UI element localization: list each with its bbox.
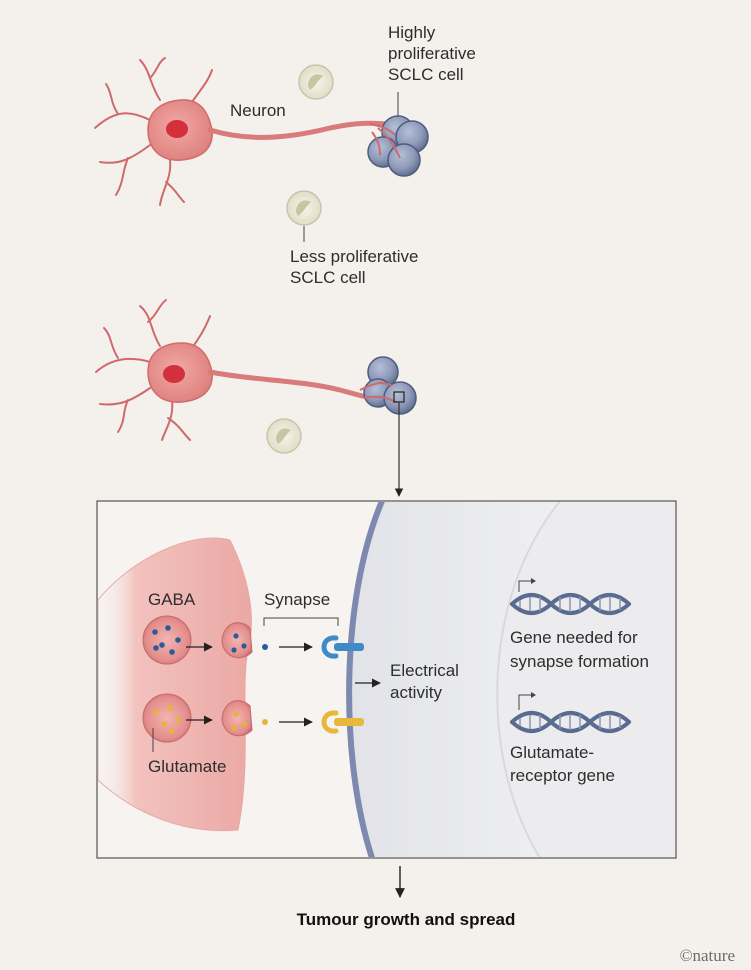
- gaba-label: GABA: [148, 590, 196, 609]
- neuron-label: Neuron: [230, 101, 286, 120]
- less-proliferative-cell-mid: [286, 190, 322, 226]
- glutamate-label: Glutamate: [148, 757, 226, 776]
- synapse-bracket: [263, 617, 339, 626]
- neuron-top: [94, 57, 388, 206]
- electrical-activity-label-line2: activity: [390, 683, 442, 702]
- synapse-label: Synapse: [264, 590, 330, 609]
- highly-proliferative-cell-cluster-top: [367, 115, 429, 177]
- gene-synapse-label-line2: synapse formation: [510, 652, 649, 671]
- less-proliferative-cell-top: [298, 64, 334, 100]
- glutamate-receptor: [321, 710, 364, 734]
- highly-proliferative-cell-cluster-mid: [359, 356, 417, 415]
- synapse-gene-dna-icon: [510, 578, 631, 615]
- highly-proliferative-label-line1: Highly: [388, 23, 436, 42]
- highly-proliferative-label-line3: SCLC cell: [388, 65, 464, 84]
- synapse-detail-panel: [96, 500, 677, 859]
- electrical-activity-label-line1: Electrical: [390, 661, 459, 680]
- nature-brand: ©nature: [680, 946, 735, 965]
- gaba-released: [262, 644, 268, 650]
- glutamate-receptor-gene-dna-icon: [510, 692, 631, 733]
- gene-glutamate-label-line1: Glutamate-: [510, 743, 594, 762]
- outcome-label: Tumour growth and spread: [297, 910, 516, 929]
- glutamate-vesicle-inside: [142, 693, 192, 743]
- glutamate-released: [262, 719, 268, 725]
- less-proliferative-cell-low: [266, 418, 302, 454]
- leader-lines-top: [303, 92, 399, 242]
- glutamate-vesicle-fusing: [221, 700, 253, 737]
- gaba-receptor: [321, 635, 364, 659]
- gene-glutamate-label-line2: receptor gene: [510, 766, 615, 785]
- less-proliferative-label-line1: Less proliferative: [290, 247, 419, 266]
- gaba-vesicle-fusing: [221, 622, 253, 659]
- highly-proliferative-label-line2: proliferative: [388, 44, 476, 63]
- neuron-middle: [95, 299, 383, 441]
- less-proliferative-label-line2: SCLC cell: [290, 268, 366, 287]
- gaba-vesicle-inside: [142, 615, 192, 665]
- gene-synapse-label-line1: Gene needed for: [510, 628, 638, 647]
